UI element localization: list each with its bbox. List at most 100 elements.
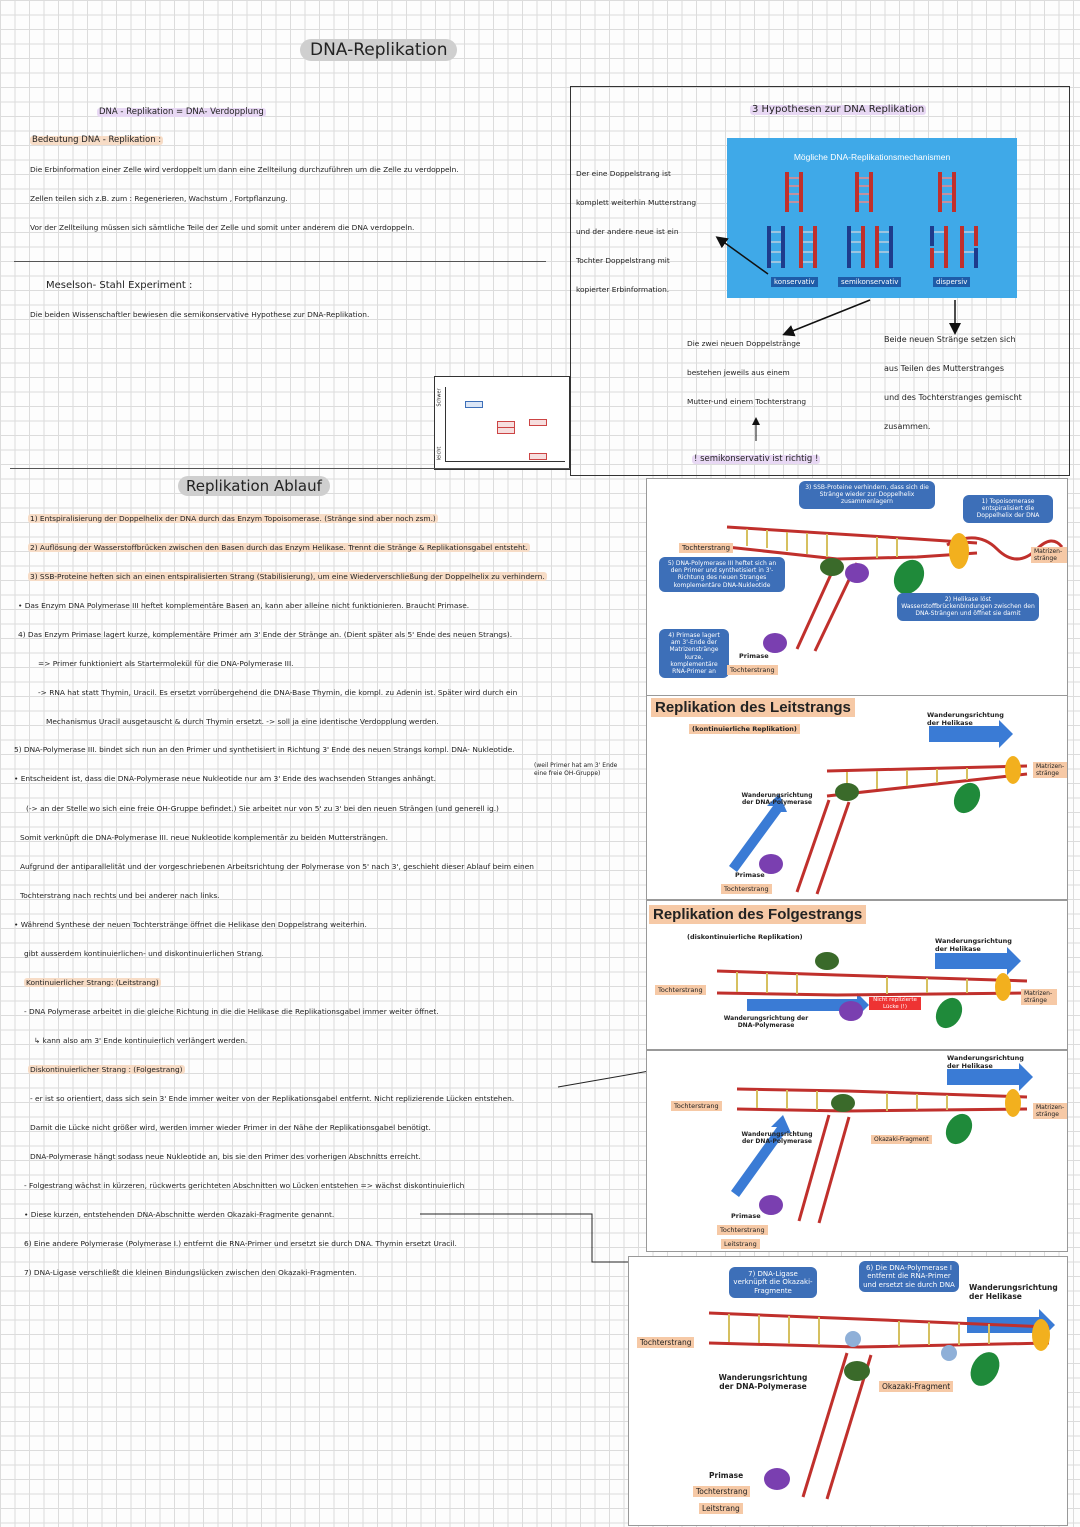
okazaki-figure: Wanderungsrichtung der Helikase Tochters… [646,1050,1068,1252]
leitstrang-figure: Replikation des Leitstrangs (kontinuierl… [646,695,1068,900]
ablauf-line: gibt ausserdem kontinuierlichen- und dis… [24,949,264,958]
folgestrang-title: Replikation des Folgestrangs [649,905,867,924]
ssb-callout: 3) SSB-Proteine verhindern, dass sich di… [799,481,935,509]
ablauf-line: 1) Entspiralisierung der Doppelhelix der… [28,514,438,523]
folgestrang-subtitle: (diskontinuierliche Replikation) [687,933,803,941]
definition: DNA - Replikation = DNA- Verdopplung [97,107,266,117]
tochterstrang-label: Tochterstrang [655,985,706,995]
dispersiv-note: und des Tochterstranges gemischt [884,393,1022,402]
primase-label: Primase [735,871,765,879]
page-title: DNA-Replikation [300,39,458,61]
primase-label: Primase [709,1471,744,1480]
ablauf-line: Diskontinuierlicher Strang : (Folgestran… [28,1065,185,1074]
ablauf-line: - er ist so orientiert, dass sich sein 3… [30,1094,515,1103]
helikase-callout: 2) Helikase löst Wasserstoffbrückenbindu… [897,593,1039,621]
leitstrang-label: Leitstrang [699,1503,743,1514]
hypotheses-arrows [715,236,961,441]
band [465,401,483,408]
tochterstrang-label: Tochterstrang [721,884,772,894]
tochterstrang-label: Tochterstrang [717,1225,768,1235]
fork-drawing [726,525,1064,653]
intro-line: Vor der Zellteilung müssen sich sämtlich… [30,223,415,232]
gap-label: Nicht replizierte Lücke (!) [869,997,921,1011]
ablauf-line: Aufgrund der antiparallelität und der vo… [20,862,534,871]
tochterstrang-label: Tochterstrang [671,1101,722,1111]
okazaki-label: Okazaki-Fragment [879,1381,954,1392]
polymerase-direction: Wanderungsrichtung der DNA-Polymerase [741,792,813,807]
dispersiv-note: Beide neuen Stränge setzen sich [884,335,1016,344]
band [529,419,547,426]
ablauf-line: • Während Synthese der neuen Tochtersträ… [14,920,367,929]
matrizen-label: Matrizen-stränge [1033,762,1067,778]
matrizen-label: Matrizen-stränge [1021,989,1057,1005]
tochterstrang-label: Tochterstrang [693,1486,751,1497]
divider [14,261,546,262]
ablauf-line: => Primer funktioniert als Startermolekü… [38,659,294,668]
ablauf-line: 7) DNA-Ligase verschließt die kleinen Bi… [24,1268,357,1277]
helikase-direction: Wanderungsrichtung der Helikase [969,1283,1058,1301]
semikonservativ-note: Mutter-und einem Tochterstrang [687,397,807,406]
ligase-callout: 7) DNA-Ligase verknüpft die Okazaki-Frag… [729,1267,817,1299]
mechanisms-figure: Mögliche DNA-Replikationsmechanismen kon… [727,138,1017,298]
ablauf-line: 2) Auflösung der Wasserstoffbrücken zwis… [28,543,530,552]
ablauf-line: Somit verknüpft die DNA-Polymerase III. … [20,833,389,842]
primase-callout: 4) Primase lagert am 3'-Ende der Matrize… [659,629,729,679]
okazaki-drawing [731,1063,1033,1224]
density-graph: Schwer leicht [434,376,570,470]
ablauf-line: 3) SSB-Proteine heften sich an einen ent… [28,572,547,581]
okazaki-label: Okazaki-Fragment [871,1135,932,1144]
polymerase-direction: Wanderungsrichtung der DNA-Polymerase [741,1131,813,1146]
helikase-direction: Wanderungsrichtung der Helikase [927,711,1004,727]
helikase-direction: Wanderungsrichtung der Helikase [947,1054,1024,1070]
bedeutung-heading: Bedeutung DNA - Replikation : [30,135,164,145]
ablauf-line: -> RNA hat statt Thymin, Uracil. Es erse… [38,688,518,697]
folgestrang-drawing [716,947,1028,1029]
matrizen-label: Matrizen-stränge [1031,547,1067,563]
tochterstrang-label: Tochterstrang [727,665,778,675]
ablauf-line: Kontinuierlicher Strang: (Leitstrang) [24,978,161,987]
primase-label: Primase [739,652,769,660]
intro-line: Zellen teilen sich z.B. zum : Regenerier… [30,194,288,203]
ablauf-line: • Diese kurzen, entstehenden DNA-Abschni… [24,1210,335,1219]
ablauf-line: - DNA Polymerase arbeitet in die gleiche… [24,1007,439,1016]
meselson-text: Die beiden Wissenschaftler bewiesen die … [30,310,370,319]
label-konservativ: konservativ [771,277,818,287]
konservativ-note: kopierter Erbinformation. [576,285,670,294]
leitstrang-drawing [729,720,1028,895]
helikase-direction: Wanderungsrichtung der Helikase [935,937,1012,953]
ablauf-line: 5) DNA-Polymerase III. bindet sich nun a… [14,745,515,754]
ablauf-line: 6) Eine andere Polymerase (Polymerase I.… [24,1239,457,1248]
polymerase-direction: Wanderungsrichtung der DNA-Polymerase [718,1373,808,1391]
ablauf-line: (-> an der Stelle wo sich eine freie OH-… [26,804,499,813]
ligase-figure: 7) DNA-Ligase verknüpft die Okazaki-Frag… [628,1256,1068,1526]
ablauf-line: • Entscheident ist, dass die DNA-Polymer… [14,774,436,783]
leitstrang-label: Leitstrang [721,1239,760,1249]
hypotheses-heading: 3 Hypothesen zur DNA Replikation [750,104,927,115]
ablauf-line: ↳ kann also am 3' Ende kontinuierlich ve… [34,1036,248,1045]
mechanisms-title: Mögliche DNA-Replikationsmechanismen [793,152,951,162]
semikonservativ-note: Die zwei neuen Doppelstränge [687,339,801,348]
konservativ-note: und der andere neue ist ein [576,227,679,236]
ablauf-line: - Folgestrang wächst in kürzeren, rückwe… [24,1181,465,1190]
leitstrang-title: Replikation des Leitstrangs [651,698,855,717]
polymerase-direction: Wanderungsrichtung der DNA-Polymerase [723,1015,809,1030]
meselson-heading: Meselson- Stahl Experiment : [46,280,193,291]
conclusion: ! semikonservativ ist richtig ! [692,454,821,464]
ablauf-line: DNA-Polymerase hängt sodass neue Nukleot… [30,1152,421,1161]
leitstrang-subtitle: (kontinuierliche Replikation) [689,724,800,734]
konservativ-note: Der eine Doppelstrang ist [576,169,671,178]
tochterstrang-label: Tochterstrang [637,1337,695,1348]
mechanisms-drawing [767,172,978,268]
label-dispersiv: dispersiv [933,277,971,287]
ablauf-line: 4) Das Enzym Primase lagert kurze, kompl… [18,630,513,639]
dispersiv-note: aus Teilen des Mutterstranges [884,364,1005,373]
matrizen-label: Matrizen-stränge [1033,1103,1067,1119]
tochterstrang-label: Tochterstrang [679,543,734,553]
pol3-callout: 5) DNA-Polymerase III heftet sich an den… [659,557,785,592]
pol1-callout: 6) Die DNA-Polymerase I entfernt die RNA… [859,1261,959,1293]
ablauf-line: Mechanismus Uracil ausgetauscht & durch … [46,717,439,726]
replication-fork-figure: 3) SSB-Proteine verhindern, dass sich di… [646,478,1068,696]
band [497,427,515,434]
primase-label: Primase [731,1212,761,1220]
